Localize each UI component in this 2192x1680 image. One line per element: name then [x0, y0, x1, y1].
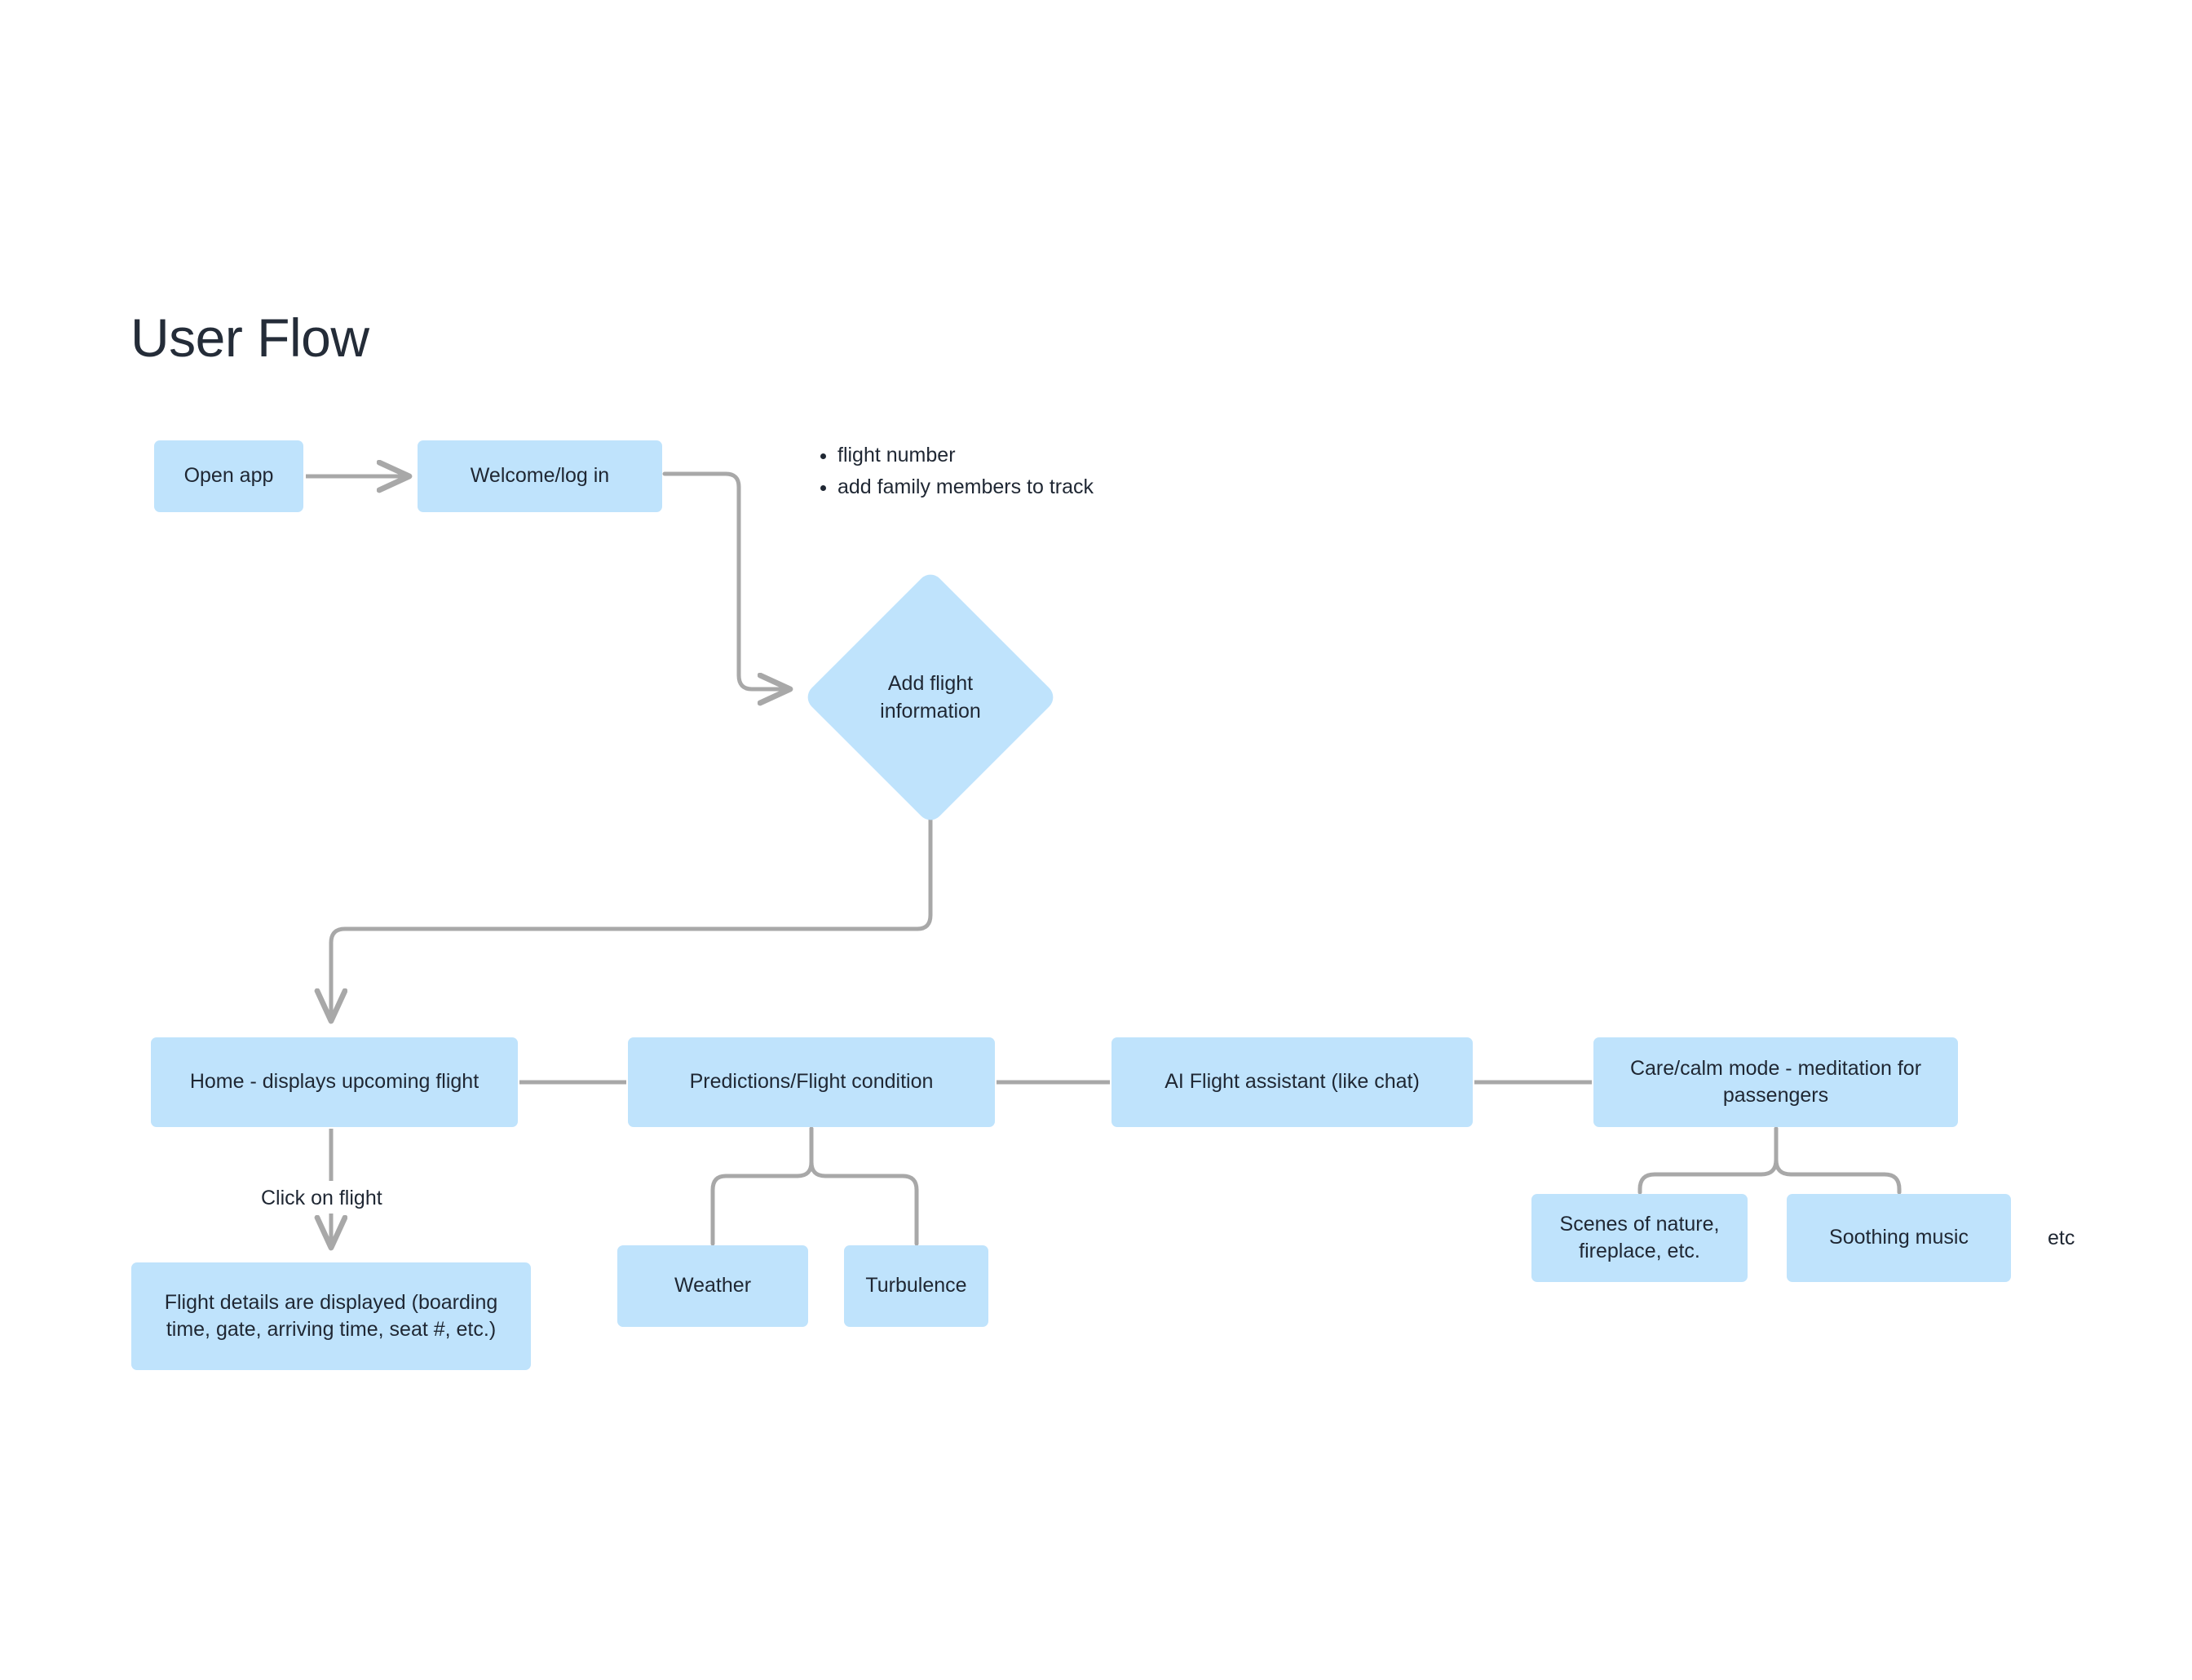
node-soothing-music-label: Soothing music [1829, 1226, 1969, 1249]
node-open-app-label: Open app [183, 464, 274, 488]
node-home[interactable]: Home - displays upcoming flight [151, 1037, 518, 1127]
node-scenes-of-nature[interactable]: Scenes of nature, fireplace, etc. [1531, 1194, 1748, 1282]
note-item: flight number [837, 440, 1094, 470]
node-predictions-label: Predictions/Flight condition [689, 1070, 934, 1094]
etc-text: etc [2048, 1227, 2075, 1249]
node-care-calm-mode[interactable]: Care/calm mode - meditation for passenge… [1593, 1037, 1958, 1127]
node-weather-label: Weather [674, 1274, 752, 1298]
connector-add-flight-to-home [331, 801, 933, 1019]
edge-label-click-on-flight: Click on flight [261, 1187, 382, 1209]
node-turbulence[interactable]: Turbulence [844, 1245, 988, 1327]
node-flight-details[interactable]: Flight details are displayed (boarding t… [131, 1262, 531, 1370]
note-item: add family members to track [837, 472, 1094, 502]
node-predictions[interactable]: Predictions/Flight condition [628, 1037, 995, 1127]
node-welcome-login-label: Welcome/log in [470, 464, 610, 488]
connector-predictions-branch-right [809, 1126, 919, 1246]
node-care-calm-mode-label: Care/calm mode - meditation for passenge… [1629, 1056, 1922, 1107]
connector-care-calm-branch-right [1774, 1126, 1902, 1195]
node-add-flight-information-label: Add flight information [880, 672, 981, 723]
node-turbulence-label: Turbulence [865, 1274, 967, 1298]
node-add-flight-information[interactable]: Add flight information [802, 569, 1058, 825]
node-scenes-of-nature-label: Scenes of nature, fireplace, etc. [1559, 1212, 1720, 1263]
node-open-app[interactable]: Open app [154, 440, 303, 512]
node-soothing-music[interactable]: Soothing music [1787, 1194, 2011, 1282]
node-flight-details-label: Flight details are displayed (boarding t… [164, 1290, 498, 1342]
connector-predictions-branch [710, 1126, 814, 1246]
page-title: User Flow [130, 307, 369, 368]
node-ai-flight-assistant[interactable]: AI Flight assistant (like chat) [1111, 1037, 1473, 1127]
node-ai-flight-assistant-label: AI Flight assistant (like chat) [1164, 1070, 1420, 1094]
connector-welcome-to-add-flight [662, 471, 789, 689]
node-welcome-login[interactable]: Welcome/log in [418, 440, 662, 512]
connector-care-calm-branch-left [1637, 1126, 1779, 1195]
node-home-label: Home - displays upcoming flight [189, 1070, 480, 1094]
node-weather[interactable]: Weather [617, 1245, 808, 1327]
flight-info-notes: flight number add family members to trac… [811, 440, 1094, 504]
